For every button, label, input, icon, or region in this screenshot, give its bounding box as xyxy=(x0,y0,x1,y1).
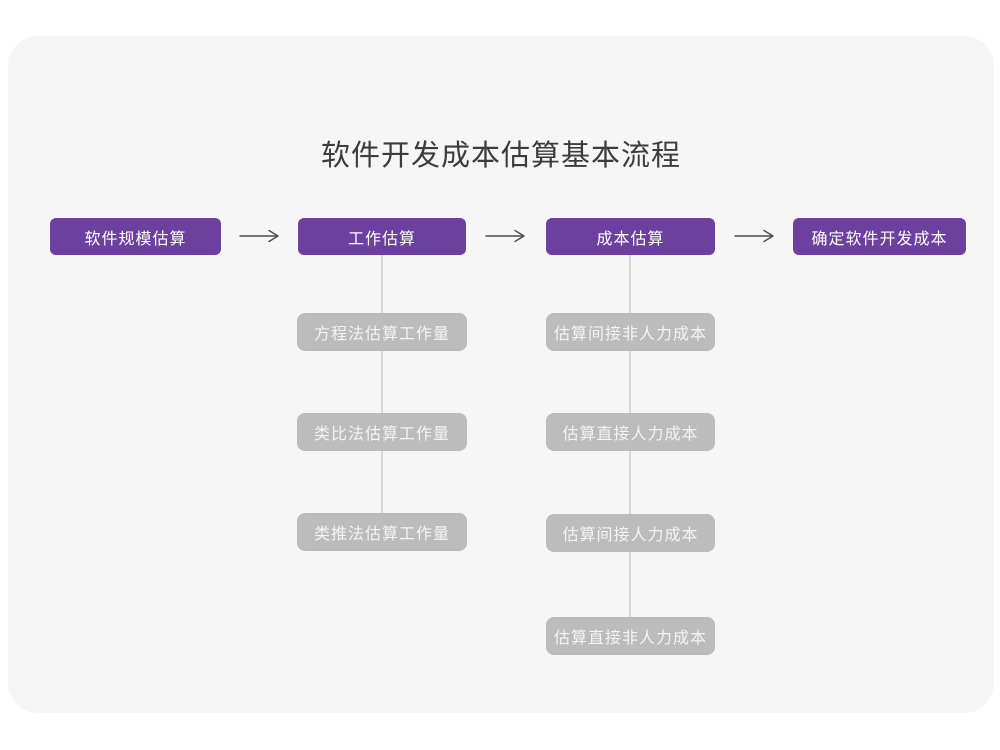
connector-line-work xyxy=(381,255,383,527)
sub-step-extrapolation-method: 类推法估算工作量 xyxy=(297,513,467,551)
flow-step-cost-estimation: 成本估算 xyxy=(546,218,715,255)
flow-arrow-icon xyxy=(733,229,777,243)
sub-step-analogy-method: 类比法估算工作量 xyxy=(297,413,467,451)
sub-step-equation-method: 方程法估算工作量 xyxy=(297,313,467,351)
diagram-title: 软件开发成本估算基本流程 xyxy=(320,140,681,172)
sub-step-direct-nonlabor-cost: 估算直接非人力成本 xyxy=(546,617,715,655)
sub-step-indirect-nonlabor-cost: 估算间接非人力成本 xyxy=(546,313,715,351)
flow-step-software-scale: 软件规模估算 xyxy=(50,218,221,255)
flow-arrow-icon xyxy=(484,229,528,243)
sub-step-indirect-labor-cost: 估算间接人力成本 xyxy=(546,514,715,552)
diagram-card: 软件开发成本估算基本流程 软件规模估算 工作估算 成本估算 xyxy=(8,36,994,713)
flow-step-determine-cost: 确定软件开发成本 xyxy=(793,218,966,255)
flow-step-work-estimation: 工作估算 xyxy=(298,218,466,255)
sub-step-direct-labor-cost: 估算直接人力成本 xyxy=(546,413,715,451)
flow-arrow-icon xyxy=(238,229,282,243)
